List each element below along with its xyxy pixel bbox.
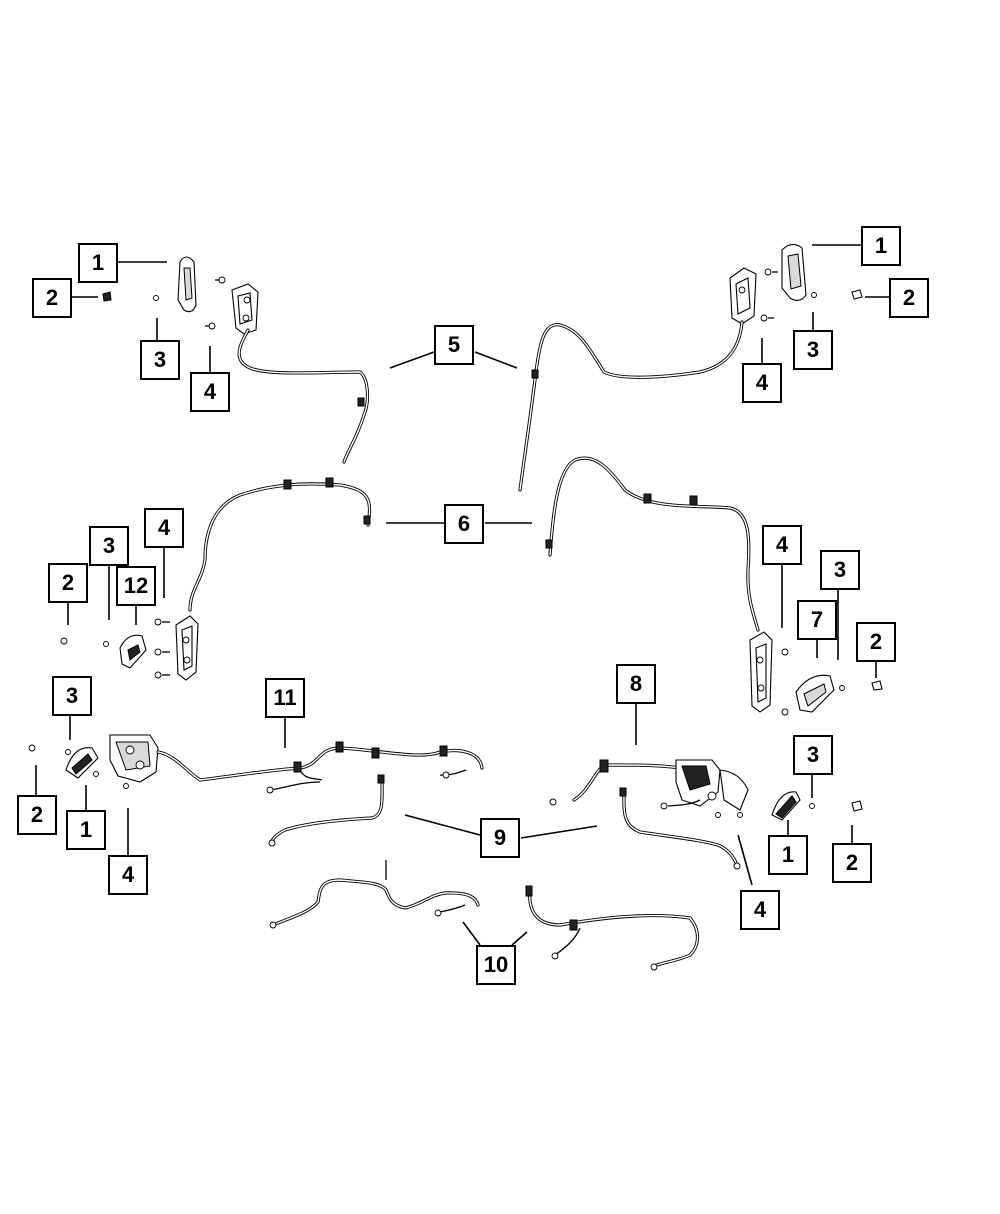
callout-4-front-right-latch: 4 (742, 363, 782, 403)
cable-set-9 (268, 774, 741, 870)
callout-3-lower-left-screw: 3 (52, 676, 92, 716)
callout-10-cables: 10 (476, 945, 516, 985)
callout-1-front-right-handle: 1 (861, 226, 901, 266)
lower-left-latch-assembly (28, 734, 484, 794)
callout-3-rear-right-screw: 3 (820, 550, 860, 590)
callout-12-rear-left-handle: 12 (116, 566, 156, 606)
callout-3-front-left-screw: 3 (140, 340, 180, 380)
front-right-door-assembly (518, 243, 863, 492)
callout-3-front-right-screw: 3 (793, 330, 833, 370)
callout-4-front-left-latch: 4 (190, 372, 230, 412)
callout-7-rear-right-handle: 7 (797, 600, 837, 640)
leader-lines (35, 244, 889, 946)
callout-2-front-right-clip: 2 (889, 278, 929, 318)
callout-3-rear-left-screw: 3 (89, 526, 129, 566)
callout-2-rear-right-clip: 2 (856, 622, 896, 662)
lower-right-latch-assembly (549, 759, 863, 821)
callout-2-rear-left-clip: 2 (48, 563, 88, 603)
callout-4-lower-right-latch: 4 (740, 890, 780, 930)
rear-right-door-assembly (545, 456, 883, 716)
callout-2-front-left-clip: 2 (32, 278, 72, 318)
rear-left-door-assembly (60, 477, 372, 681)
cable-set-10 (269, 860, 700, 971)
callout-1-front-left-handle: 1 (78, 243, 118, 283)
callout-6-rear-cables: 6 (444, 504, 484, 544)
callout-8-lower-right-cable: 8 (616, 664, 656, 704)
callout-5-front-cables: 5 (434, 325, 474, 365)
callout-9-cables: 9 (480, 818, 520, 858)
callout-1-lower-right-handle: 1 (768, 835, 808, 875)
callout-4-lower-left-latch: 4 (108, 855, 148, 895)
callout-11-lower-left-cable: 11 (265, 678, 305, 718)
front-left-door-assembly (102, 256, 370, 464)
callout-3-lower-right-screw: 3 (793, 735, 833, 775)
callout-2-lower-right-clip: 2 (832, 843, 872, 883)
callout-4-rear-left-latch: 4 (144, 508, 184, 548)
callout-1-lower-left-handle: 1 (66, 810, 106, 850)
callout-2-lower-left-clip: 2 (17, 795, 57, 835)
callout-4-rear-right-latch: 4 (762, 525, 802, 565)
